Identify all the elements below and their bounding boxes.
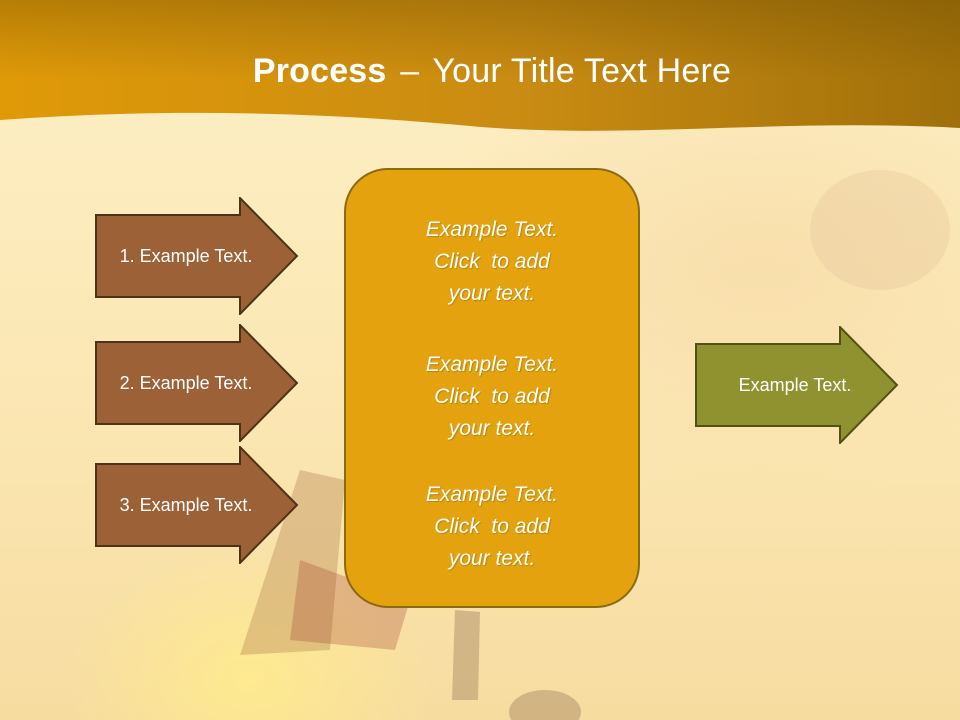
center-text-line: Click to add bbox=[434, 250, 550, 273]
input-arrow-1[interactable]: 1. Example Text. bbox=[95, 197, 299, 315]
output-arrow[interactable]: Example Text. bbox=[695, 326, 899, 444]
title-bold: Process bbox=[252, 52, 387, 90]
input-arrow-label: 2. Example Text. bbox=[119, 372, 253, 393]
center-text-line: your text. bbox=[448, 282, 536, 305]
center-text-line: your text. bbox=[448, 547, 536, 570]
input-arrow-label: 1. Example Text. bbox=[119, 245, 253, 266]
center-text-line: Example Text. bbox=[425, 353, 559, 376]
center-text-line: Example Text. bbox=[425, 483, 559, 506]
page-title: Process – Your Title Text Here bbox=[0, 52, 960, 91]
center-process-box[interactable]: Example Text. Click to add your text. Ex… bbox=[344, 168, 640, 608]
arrow-shape-icon bbox=[95, 197, 299, 315]
header-band bbox=[0, 0, 960, 131]
center-text-block-1[interactable]: Example Text. Click to add your text. bbox=[346, 214, 638, 310]
input-arrow-2[interactable]: 2. Example Text. bbox=[95, 324, 299, 442]
input-arrow-label: 3. Example Text. bbox=[119, 494, 253, 515]
center-text-line: your text. bbox=[448, 417, 536, 440]
title-rest: Your Title Text Here bbox=[432, 52, 732, 90]
input-arrow-3[interactable]: 3. Example Text. bbox=[95, 446, 299, 564]
center-text-block-3[interactable]: Example Text. Click to add your text. bbox=[346, 479, 638, 575]
arrow-shape-icon bbox=[95, 446, 299, 564]
center-text-line: Example Text. bbox=[425, 218, 559, 241]
arrow-shape-icon bbox=[95, 324, 299, 442]
center-text-line: Click to add bbox=[434, 385, 550, 408]
center-text-block-2[interactable]: Example Text. Click to add your text. bbox=[346, 349, 638, 445]
title-separator: – bbox=[400, 52, 420, 90]
arrow-shape-icon bbox=[695, 326, 899, 444]
center-text-line: Click to add bbox=[434, 515, 550, 538]
output-arrow-label: Example Text. bbox=[738, 374, 852, 395]
